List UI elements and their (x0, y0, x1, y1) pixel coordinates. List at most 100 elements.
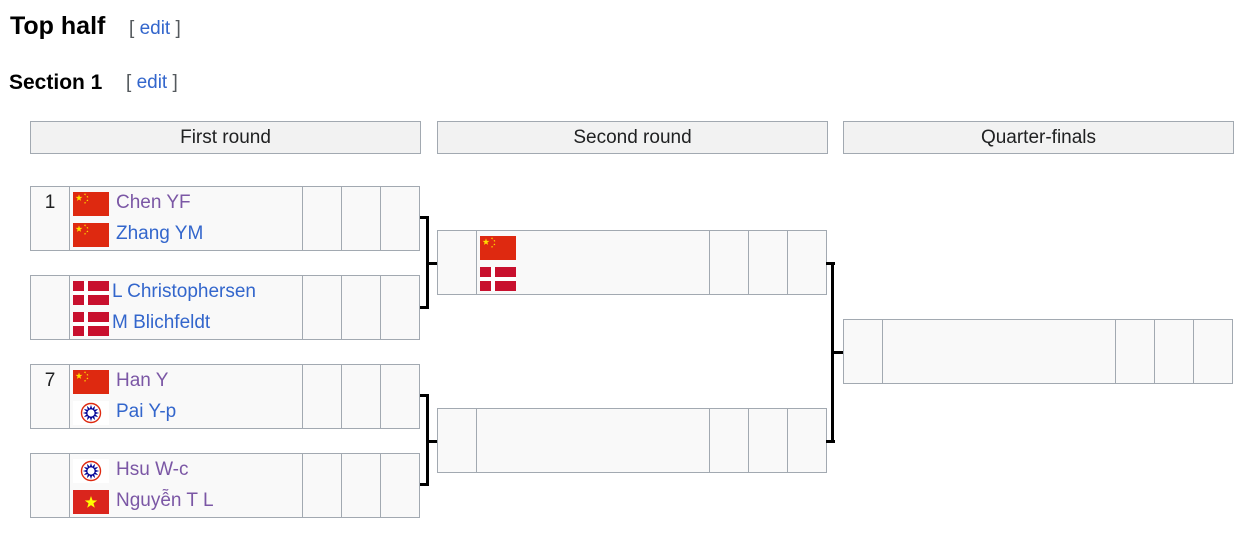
score-cell-set-1 (302, 396, 342, 429)
denmark-flag-icon (73, 281, 109, 305)
score-cell-set-2 (341, 186, 381, 219)
player-cell: Han Y (69, 364, 303, 397)
score-cell-set-1 (709, 262, 749, 295)
score-cell-set-1 (302, 485, 342, 518)
player-row (437, 230, 827, 263)
denmark-flag-icon (480, 267, 516, 291)
player-cell (882, 351, 1116, 384)
player-cell (476, 262, 710, 295)
china-flag-icon (73, 223, 109, 247)
score-cell-set-2 (1154, 351, 1194, 384)
score-cell-set-2 (748, 262, 788, 295)
seed-cell (30, 218, 70, 251)
player-name-link[interactable]: Han Y (116, 370, 169, 391)
player-row (843, 351, 1233, 384)
first-round-match-3: 7 Han Y Pai Y-p (30, 364, 420, 429)
second-round-match-1 (437, 230, 827, 295)
seed-cell: 7 (30, 364, 70, 397)
china-flag-icon (480, 236, 516, 260)
player-row: 7 Han Y (30, 364, 420, 397)
player-row (437, 440, 827, 473)
player-row (843, 319, 1233, 352)
score-cell-set-3 (380, 364, 420, 397)
player-cell: M Blichfeldt (69, 307, 303, 340)
score-cell-set-2 (341, 453, 381, 486)
bracket-line (420, 306, 429, 309)
player-cell (476, 230, 710, 263)
score-cell-set-3 (380, 186, 420, 219)
seed-cell (437, 408, 477, 441)
edit-link-section-1[interactable]: edit (136, 72, 168, 93)
player-cell: Zhang YM (69, 218, 303, 251)
score-cell-set-2 (341, 485, 381, 518)
player-name-link[interactable]: Pai Y-p (116, 401, 177, 422)
player-row: Pai Y-p (30, 396, 420, 429)
player-name-link[interactable]: Hsu W-c (116, 459, 189, 480)
bracket-line (420, 483, 429, 486)
player-cell: L Christophersen (69, 275, 303, 308)
player-name-link[interactable]: L Christophersen (112, 281, 256, 302)
score-cell-set-3 (380, 218, 420, 251)
player-row: Nguyễn T L (30, 485, 420, 518)
edit-link-top-half[interactable]: edit (139, 18, 171, 39)
player-row: L Christophersen (30, 275, 420, 308)
player-row: 1 Chen YF (30, 186, 420, 219)
score-cell-set-2 (748, 408, 788, 441)
score-cell-set-1 (1115, 351, 1155, 384)
player-name-link[interactable]: Nguyễn T L (116, 490, 214, 511)
score-cell-set-3 (787, 408, 827, 441)
seed-cell (30, 396, 70, 429)
player-row (437, 262, 827, 295)
score-cell-set-1 (709, 230, 749, 263)
seed-cell (437, 262, 477, 295)
seed-cell (30, 453, 70, 486)
seed-cell: 1 (30, 186, 70, 219)
chinese-taipei-flag-icon (73, 401, 109, 425)
score-cell-set-2 (748, 230, 788, 263)
score-cell-set-3 (787, 262, 827, 295)
score-cell-set-1 (302, 218, 342, 251)
first-round-match-1: 1 Chen YF Zhang YM (30, 186, 420, 251)
score-cell-set-2 (341, 396, 381, 429)
player-cell: Chen YF (69, 186, 303, 219)
bracket-line (420, 394, 429, 397)
first-round-match-4: Hsu W-c Nguyễn T L (30, 453, 420, 518)
player-row: Hsu W-c (30, 453, 420, 486)
bracket-line (420, 216, 429, 219)
score-cell-set-1 (302, 275, 342, 308)
second-round-match-2 (437, 408, 827, 473)
seed-cell (437, 440, 477, 473)
edit-bracket-open: [ (126, 72, 132, 93)
round-header-second: Second round (437, 121, 828, 154)
player-cell: Hsu W-c (69, 453, 303, 486)
player-name-link[interactable]: Chen YF (116, 192, 191, 213)
denmark-flag-icon (73, 312, 109, 336)
player-row (437, 408, 827, 441)
score-cell-set-1 (1115, 319, 1155, 352)
score-cell-set-1 (709, 440, 749, 473)
seed-cell (437, 230, 477, 263)
player-name-link[interactable]: M Blichfeldt (112, 312, 211, 333)
quarter-final-match (843, 319, 1233, 384)
score-cell-set-3 (380, 275, 420, 308)
score-cell-set-2 (1154, 319, 1194, 352)
score-cell-set-1 (709, 408, 749, 441)
score-cell-set-2 (341, 307, 381, 340)
bracket-line (426, 262, 437, 265)
vietnam-flag-icon (73, 490, 109, 514)
player-cell (882, 319, 1116, 352)
player-name-link[interactable]: Zhang YM (116, 223, 204, 244)
edit-bracket-close: ] (175, 18, 181, 39)
seed-cell (843, 351, 883, 384)
round-header-first: First round (30, 121, 421, 154)
score-cell-set-2 (341, 275, 381, 308)
score-cell-set-3 (1193, 319, 1233, 352)
seed-cell (30, 485, 70, 518)
section-heading-top-half: Top half (10, 12, 106, 40)
first-round-match-2: L Christophersen M Blichfeldt (30, 275, 420, 340)
score-cell-set-2 (341, 364, 381, 397)
bracket-line (826, 262, 835, 265)
score-cell-set-3 (380, 453, 420, 486)
china-flag-icon (73, 192, 109, 216)
score-cell-set-3 (380, 485, 420, 518)
